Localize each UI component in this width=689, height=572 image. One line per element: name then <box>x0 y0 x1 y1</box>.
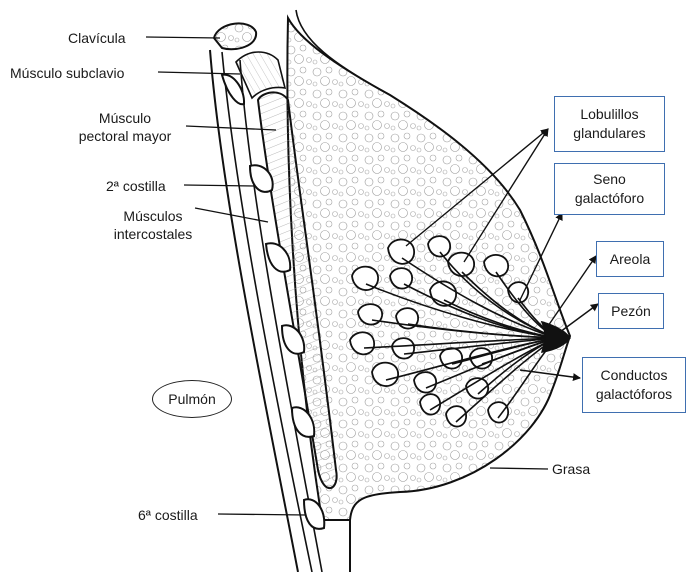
label-intercostales-line2: intercostales <box>98 225 208 243</box>
box-lobulillos-line2: glandulares <box>573 124 645 143</box>
label-musculo-pectoral-mayor: Músculo pectoral mayor <box>64 109 186 145</box>
box-seno-line2: galactóforo <box>575 189 644 208</box>
label-clavicula: Clavícula <box>68 29 126 47</box>
box-conductos-line2: galactóforos <box>596 385 672 404</box>
clavicle-bone <box>214 23 256 49</box>
box-areola: Areola <box>596 241 664 277</box>
box-seno-galactoforo: Seno galactóforo <box>554 163 665 215</box>
label-grasa: Grasa <box>552 460 590 478</box>
box-seno-line1: Seno <box>593 170 626 189</box>
label-musculos-intercostales: Músculos intercostales <box>98 207 208 243</box>
label-pulmon: Pulmón <box>152 380 232 418</box>
label-pectoral-line2: pectoral mayor <box>64 127 186 145</box>
box-lobulillos-glandulares: Lobulillos glandulares <box>554 96 665 152</box>
box-conductos-line1: Conductos <box>601 366 668 385</box>
box-pezon: Pezón <box>598 293 664 329</box>
label-2a-costilla: 2ª costilla <box>106 177 166 195</box>
box-lobulillos-line1: Lobulillos <box>580 105 638 124</box>
label-musculo-subclavio: Músculo subclavio <box>10 64 124 82</box>
label-intercostales-line1: Músculos <box>98 207 208 225</box>
label-6a-costilla: 6ª costilla <box>138 506 198 524</box>
label-pectoral-line1: Músculo <box>64 109 186 127</box>
box-conductos-galactoforos: Conductos galactóforos <box>582 357 686 413</box>
